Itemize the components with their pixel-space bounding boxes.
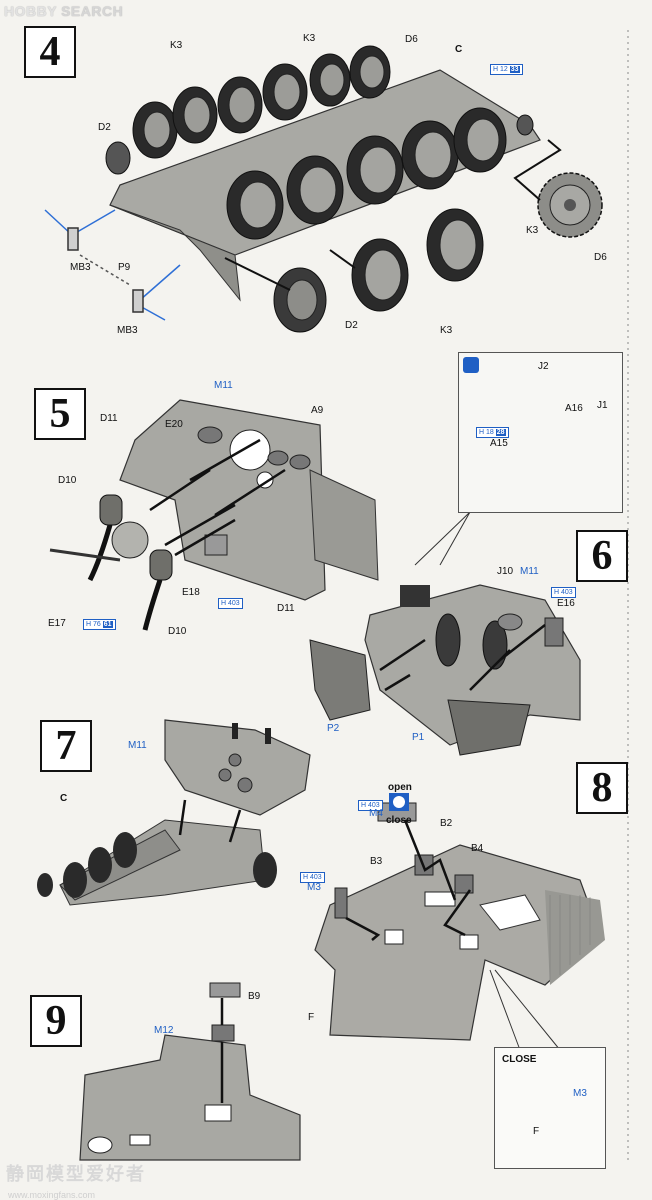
- step-number-6: 6: [576, 530, 628, 582]
- label-a9: A9: [311, 405, 324, 416]
- label-m3: M3: [573, 1088, 587, 1099]
- label-m11: M11: [214, 380, 233, 391]
- label-d11: D11: [100, 413, 118, 424]
- label-a15: A15: [490, 438, 508, 449]
- step7-drawing: [37, 719, 311, 906]
- step-number-4: 4: [24, 26, 76, 78]
- step-number-8: 8: [576, 762, 628, 814]
- label-a16: A16: [565, 403, 583, 414]
- label-e17: E17: [48, 618, 66, 629]
- label-mb3: MB3: [117, 325, 138, 336]
- label-f: F: [533, 1126, 540, 1137]
- tool-cement-icon: [463, 357, 479, 373]
- step-number-9: 9: [30, 995, 82, 1047]
- logo-hobby: HOBBY: [4, 3, 58, 19]
- paint-code-tag: H 18 28: [476, 427, 509, 438]
- label-m11: M11: [520, 566, 539, 577]
- label-open: open: [388, 782, 412, 793]
- label-b2: B2: [440, 818, 453, 829]
- step5-plate-drawing: [49, 399, 379, 631]
- label-k3: K3: [170, 40, 183, 51]
- label-d11: D11: [277, 603, 295, 614]
- label-f: F: [308, 1012, 315, 1023]
- paint-code-tag: H 403: [358, 800, 383, 811]
- label-close: close: [386, 815, 412, 826]
- step6-hull-drawing: [309, 511, 581, 756]
- label-p9: P9: [118, 262, 131, 273]
- label-d6: D6: [405, 34, 418, 45]
- label-b4: B4: [471, 843, 484, 854]
- label-d2: D2: [98, 122, 111, 133]
- label-p1: P1: [412, 732, 425, 743]
- label-close-title: CLOSE: [502, 1054, 537, 1065]
- label-m11: M11: [128, 740, 147, 751]
- paint-code-tag: H 12 33: [490, 64, 523, 75]
- label-d6: D6: [594, 252, 607, 263]
- site-logo: HOBBY SEARCH: [4, 2, 123, 20]
- label-m3: M3: [307, 882, 321, 893]
- label-k3: K3: [440, 325, 453, 336]
- label-k3: K3: [526, 225, 539, 236]
- label-m12: M12: [154, 1025, 174, 1036]
- label-e20: E20: [165, 419, 183, 430]
- label-c: C: [60, 793, 68, 804]
- close-detail-box: [494, 1047, 606, 1169]
- label-d2: D2: [345, 320, 358, 331]
- label-p2: P2: [327, 723, 340, 734]
- label-e16: E16: [557, 598, 575, 609]
- paint-code-tag: H 403: [300, 872, 325, 883]
- step-number-5: 5: [34, 388, 86, 440]
- label-j2: J2: [538, 361, 549, 372]
- step4-chassis-drawing: [44, 45, 603, 333]
- label-j10: J10: [497, 566, 514, 577]
- label-k3: K3: [303, 33, 316, 44]
- logo-search: SEARCH: [61, 3, 124, 19]
- label-d10: D10: [168, 626, 187, 637]
- step9-drawing: [79, 982, 301, 1161]
- step-number-7: 7: [40, 720, 92, 772]
- paint-code-tag: H 76 61: [83, 619, 116, 630]
- label-b3: B3: [370, 856, 383, 867]
- label-d10: D10: [58, 475, 77, 486]
- label-j1: J1: [597, 400, 608, 411]
- label-c: C: [455, 44, 463, 55]
- paint-code-tag: H 403: [551, 587, 576, 598]
- label-m4: M4: [369, 808, 383, 819]
- label-mb3: MB3: [70, 262, 91, 273]
- label-b9: B9: [248, 991, 261, 1002]
- watermark-cn: 静岡模型爱好者: [6, 1164, 146, 1184]
- label-e18: E18: [182, 587, 200, 598]
- paint-code-tag: H 403: [218, 598, 243, 609]
- watermark-url: www.moxingfans.com: [8, 1190, 96, 1200]
- step8-drawing: [314, 793, 605, 1051]
